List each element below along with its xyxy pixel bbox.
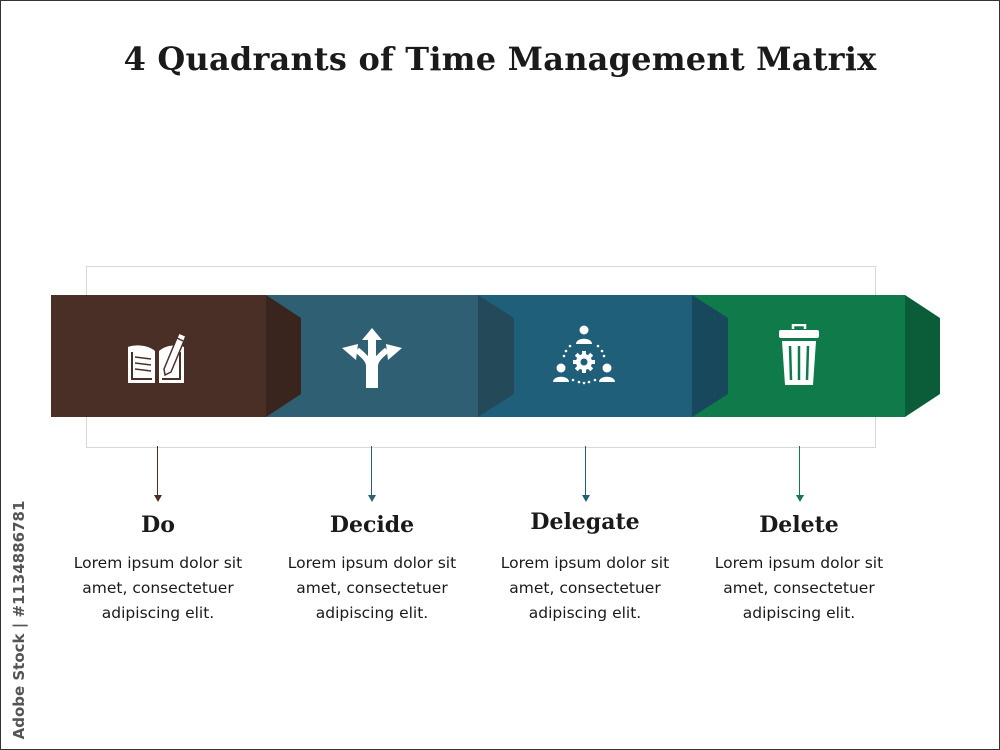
decide-description: Lorem ipsum dolor sit amet, consectetuer… xyxy=(267,551,477,626)
delete-heading: Delete xyxy=(759,512,839,538)
decide-heading: Decide xyxy=(329,512,415,538)
do-description: Lorem ipsum dolor sit amet, consectetuer… xyxy=(53,551,263,626)
delegate-description-line-2: amet, consectetuer xyxy=(509,579,661,597)
do-description-line-3: adipiscing elit. xyxy=(101,604,215,622)
do-segment xyxy=(51,295,266,417)
delegate-heading: Delegate xyxy=(530,509,640,535)
page-title: 4 Quadrants of Time Management Matrix xyxy=(123,40,877,78)
do-segment-tip xyxy=(266,295,301,417)
delete-segment-tip xyxy=(905,295,940,417)
decide-arrowhead xyxy=(368,495,376,502)
delete-description-line-1: Lorem ipsum dolor sit xyxy=(714,554,884,572)
decide-connector xyxy=(371,446,372,496)
delegate-segment-tip xyxy=(692,295,728,417)
decide-description-line-1: Lorem ipsum dolor sit xyxy=(287,554,457,572)
do-description-line-1: Lorem ipsum dolor sit xyxy=(73,554,243,572)
decide-description-line-2: amet, consectetuer xyxy=(296,579,448,597)
decide-segment-tip xyxy=(478,295,514,417)
delegate-description-line-1: Lorem ipsum dolor sit xyxy=(500,554,670,572)
delegate-connector xyxy=(585,446,586,496)
team-gear-icon xyxy=(553,325,615,385)
delete-connector xyxy=(799,446,800,496)
decide-description-line-3: adipiscing elit. xyxy=(315,604,429,622)
delete-description: Lorem ipsum dolor sit amet, consectetuer… xyxy=(694,551,904,626)
delete-description-line-3: adipiscing elit. xyxy=(742,604,856,622)
do-heading: Do xyxy=(141,512,175,538)
delegate-description-line-3: adipiscing elit. xyxy=(528,604,642,622)
trash-bin-icon xyxy=(779,324,819,385)
delete-description-line-2: amet, consectetuer xyxy=(723,579,875,597)
open-book-pen-icon xyxy=(128,332,187,383)
do-arrowhead xyxy=(154,495,162,502)
do-connector xyxy=(157,446,158,496)
delegate-arrowhead xyxy=(582,495,590,502)
stock-watermark-text: Adobe Stock | #1134886781 xyxy=(10,500,28,740)
do-description-line-2: amet, consectetuer xyxy=(82,579,234,597)
diverging-arrows-icon xyxy=(342,328,402,388)
delete-arrowhead xyxy=(796,495,804,502)
stock-watermark: Adobe Stock | #1134886781 xyxy=(8,500,32,740)
delegate-description: Lorem ipsum dolor sit amet, consectetuer… xyxy=(480,551,690,626)
